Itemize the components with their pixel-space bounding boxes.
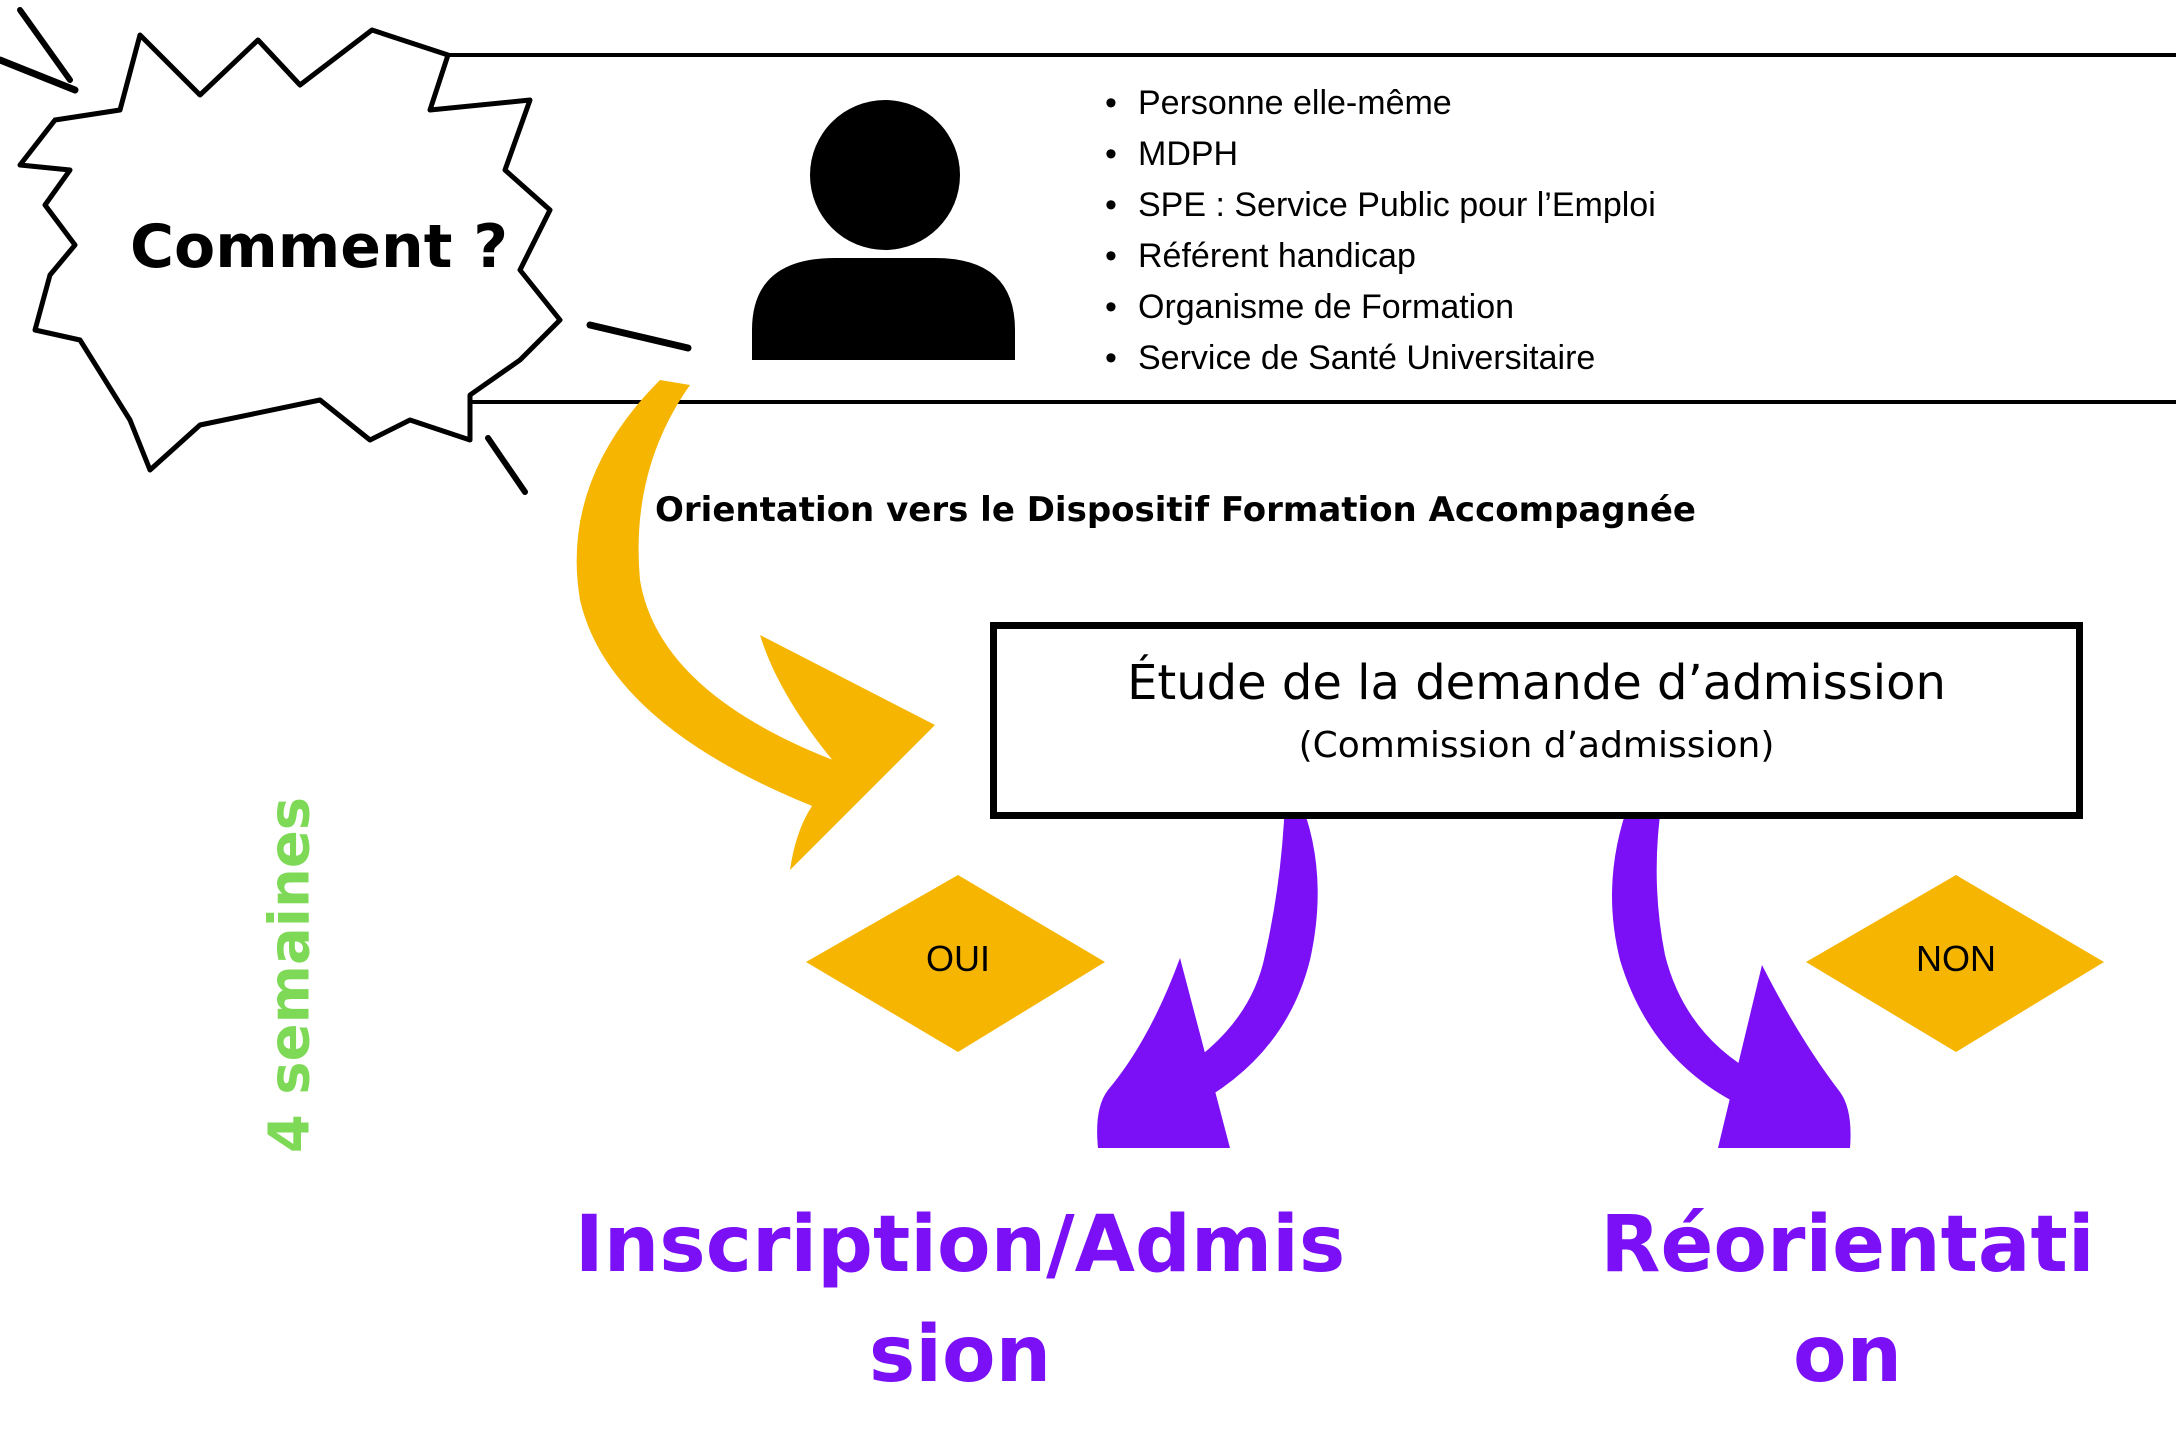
- outcome-reorientation: Réorientation: [1600, 1200, 2095, 1400]
- diamond-non: [1806, 875, 2104, 1052]
- curved-arrow-yellow: [576, 380, 935, 870]
- study-box: Étude de la demande d’admission (Commiss…: [990, 622, 2083, 819]
- person-silhouette-icon: [752, 100, 1015, 360]
- list-item: Organisme de Formation: [1105, 282, 1656, 333]
- diamond-oui: [806, 875, 1105, 1052]
- decision-no-label: NON: [1916, 938, 1996, 979]
- outcome-admission: Inscription/Admission: [574, 1200, 1346, 1400]
- study-title: Étude de la demande d’admission: [1127, 655, 1946, 711]
- list-item: Service de Santé Universitaire: [1105, 333, 1656, 384]
- decision-yes-label: OUI: [925, 938, 990, 979]
- list-item: SPE : Service Public pour l’Emploi: [1105, 180, 1656, 231]
- study-subtitle: (Commission d’admission): [1298, 725, 1775, 766]
- list-item: MDPH: [1105, 129, 1656, 180]
- referrer-list: Personne elle-même MDPH SPE : Service Pu…: [1105, 78, 1656, 384]
- list-item: Référent handicap: [1105, 231, 1656, 282]
- curved-arrow-purple-right: [1612, 800, 1851, 1148]
- orientation-label: Orientation vers le Dispositif Formation…: [655, 490, 1696, 530]
- duration-label: 4 semaines: [257, 796, 323, 1154]
- curved-arrow-purple-left: [1097, 795, 1318, 1148]
- burst-label: Comment ?: [130, 212, 509, 282]
- list-item: Personne elle-même: [1105, 78, 1656, 129]
- speech-burst-shape: [0, 7, 692, 495]
